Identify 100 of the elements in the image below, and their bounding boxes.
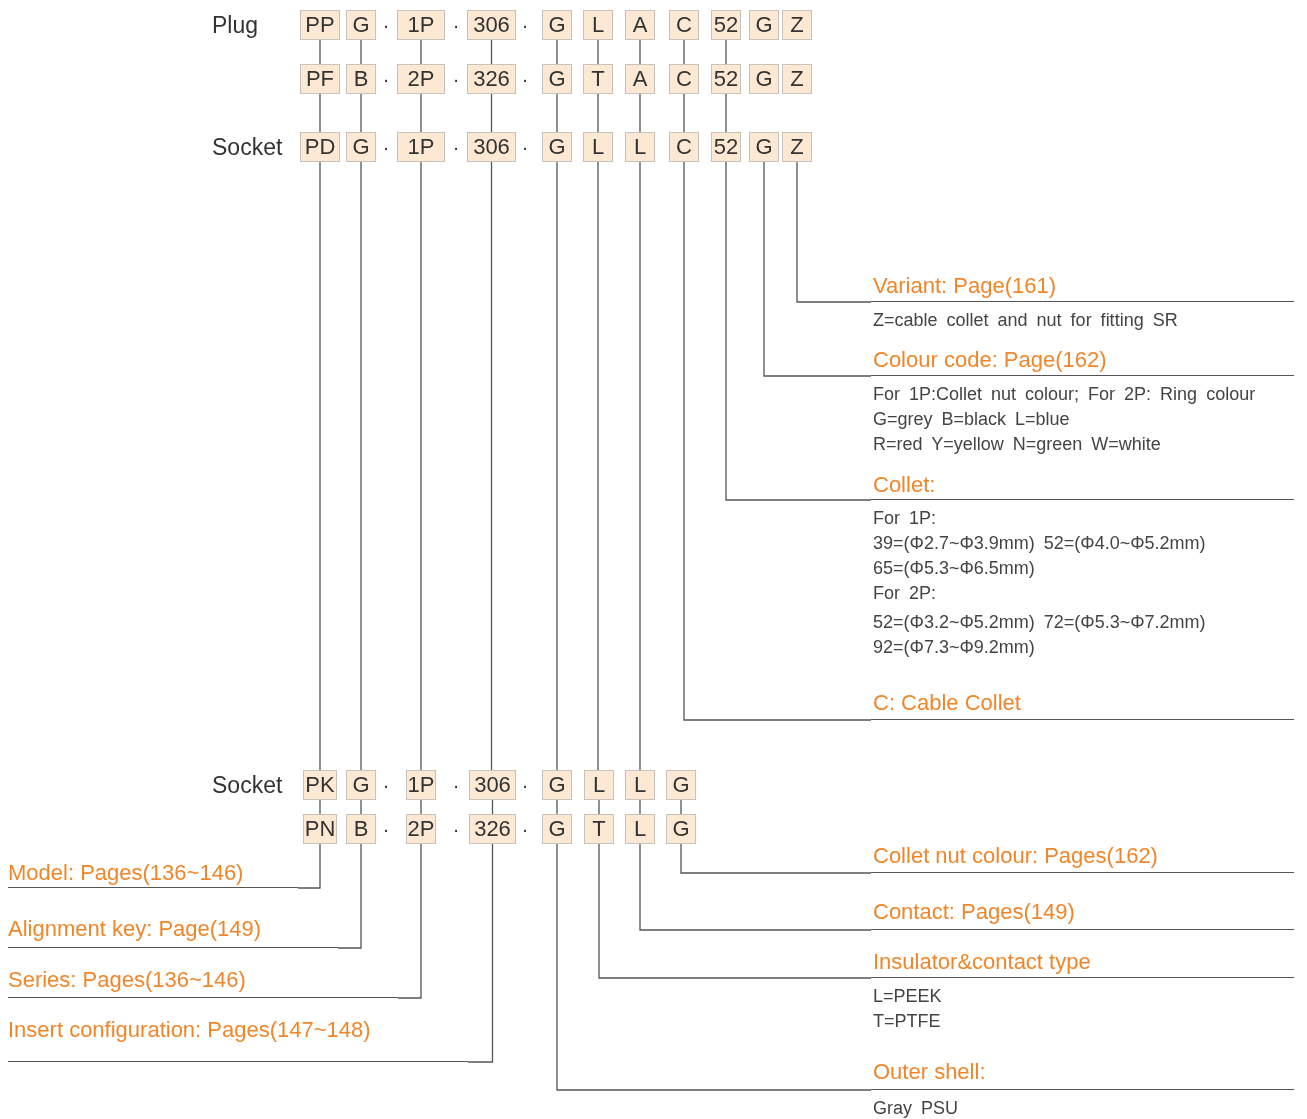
leader-line xyxy=(683,161,872,721)
code-box: L xyxy=(583,132,613,162)
leader-line xyxy=(556,799,558,815)
leader-line xyxy=(597,161,599,771)
field-heading: Model: Pages(136~146) xyxy=(8,858,298,888)
leader-line xyxy=(639,799,641,815)
field-heading: Collet nut colour: Pages(162) xyxy=(871,839,1294,873)
field-heading: Contact: Pages(149) xyxy=(871,894,1294,930)
leader-line xyxy=(297,843,321,889)
code-box: A xyxy=(625,10,655,40)
code-box: G xyxy=(346,10,376,40)
leader-line xyxy=(319,93,321,133)
leader-line xyxy=(490,93,493,133)
code-box: G xyxy=(749,64,779,94)
code-box: G xyxy=(542,10,572,40)
leader-line xyxy=(597,93,599,133)
option-text: 65=(Φ5.3~Φ6.5mm) xyxy=(873,557,1036,580)
leader-line xyxy=(420,161,422,771)
leader-line xyxy=(420,799,422,815)
leader-line xyxy=(680,799,682,815)
code-box: 326 xyxy=(469,814,516,844)
code-box: T xyxy=(584,814,614,844)
code-box: 1P xyxy=(397,132,445,162)
option-text: 52=(Φ3.2~Φ5.2mm) 72=(Φ5.3~Φ7.2mm) xyxy=(873,611,1207,634)
field-heading: Insulator&contact type xyxy=(871,946,1294,978)
code-box: 306 xyxy=(467,132,516,162)
code-box: PK xyxy=(303,770,337,800)
leader-line xyxy=(725,93,727,133)
code-box: G xyxy=(749,10,779,40)
separator-dot: · xyxy=(451,817,461,842)
option-text: L=PEEK xyxy=(873,985,943,1008)
code-box: L xyxy=(625,132,655,162)
separator-dot: · xyxy=(381,773,391,798)
code-box: G xyxy=(542,814,572,844)
code-box: PP xyxy=(300,10,340,40)
leader-line xyxy=(680,843,872,874)
code-box: C xyxy=(669,64,699,94)
leader-line xyxy=(337,843,362,949)
code-box: G xyxy=(666,770,696,800)
leader-line xyxy=(319,161,321,771)
option-text: R=red Y=yellow N=green W=white xyxy=(873,433,1162,456)
code-box: Z xyxy=(782,10,812,40)
leader-line xyxy=(725,39,727,65)
option-text: For 1P: xyxy=(873,507,938,530)
code-box: 326 xyxy=(467,64,516,94)
leader-line xyxy=(360,161,362,771)
row-label: Socket xyxy=(212,771,283,800)
option-text: Gray PSU xyxy=(873,1097,960,1119)
field-heading: Series: Pages(136~146) xyxy=(8,962,398,998)
separator-dot: · xyxy=(520,817,530,842)
leader-line xyxy=(360,93,362,133)
leader-line xyxy=(556,161,558,771)
leader-line xyxy=(556,39,558,65)
code-box: B xyxy=(346,814,376,844)
option-text: Z=cable collet and nut for fitting SR xyxy=(873,309,1179,332)
separator-dot: · xyxy=(451,13,461,38)
code-box: 1P xyxy=(406,770,436,800)
leader-line xyxy=(420,93,422,133)
code-box: PF xyxy=(300,64,340,94)
code-box: G xyxy=(542,132,572,162)
leader-line xyxy=(763,161,872,377)
separator-dot: · xyxy=(381,13,391,38)
option-text: 92=(Φ7.3~Φ9.2mm) xyxy=(873,636,1036,659)
row-label: Socket xyxy=(212,133,283,162)
code-box: 306 xyxy=(469,770,516,800)
code-box: PD xyxy=(300,132,340,162)
code-box: L xyxy=(583,10,613,40)
code-box: Z xyxy=(782,132,812,162)
code-box: L xyxy=(625,770,655,800)
code-box: 1P xyxy=(397,10,445,40)
separator-dot: · xyxy=(451,67,461,92)
leader-line xyxy=(683,39,685,65)
code-box: L xyxy=(625,814,655,844)
field-heading: Collet: xyxy=(871,470,1294,500)
option-text: For 2P: xyxy=(873,582,938,605)
leader-line xyxy=(639,39,641,65)
code-box: A xyxy=(625,64,655,94)
option-text: For 1P:Collet nut colour; For 2P: Ring colour xyxy=(873,383,1257,406)
leader-line xyxy=(598,843,872,979)
separator-dot: · xyxy=(381,817,391,842)
code-box: G xyxy=(542,64,572,94)
leader-line xyxy=(639,93,641,133)
leader-line xyxy=(360,799,362,815)
leader-line xyxy=(467,843,494,1063)
leader-line xyxy=(490,161,493,771)
row-label: Plug xyxy=(212,11,259,40)
field-heading: Outer shell: xyxy=(871,1054,1294,1090)
option-text: 39=(Φ2.7~Φ3.9mm) 52=(Φ4.0~Φ5.2mm) xyxy=(873,532,1207,555)
leader-line xyxy=(639,843,872,931)
field-heading: Alignment key: Page(149) xyxy=(8,910,338,948)
option-text: G=grey B=black L=blue xyxy=(873,408,1071,431)
option-text: T=PTFE xyxy=(873,1010,942,1033)
code-box: T xyxy=(583,64,613,94)
code-box: 52 xyxy=(711,10,741,40)
code-box: 52 xyxy=(711,64,741,94)
code-box: Z xyxy=(782,64,812,94)
code-box: 52 xyxy=(711,132,741,162)
leader-line xyxy=(420,39,422,65)
leader-line xyxy=(598,799,600,815)
code-box: G xyxy=(346,132,376,162)
